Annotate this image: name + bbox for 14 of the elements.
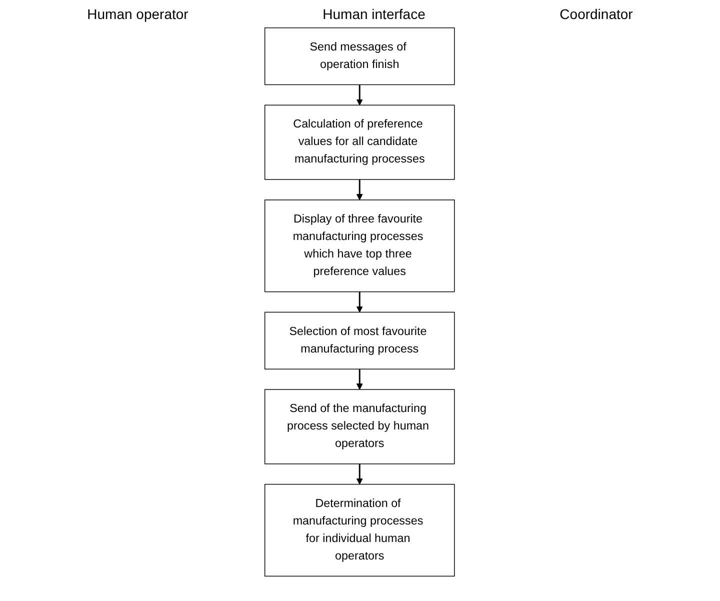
node-box: Determination of manufacturing processes for individual human operators [264, 484, 456, 577]
node-box: Selection of most favourite manufacturing process [264, 312, 456, 370]
lane-heading: Human operator [87, 6, 188, 22]
node-box: Send of the manufacturing process selected by human operators [264, 389, 456, 464]
node-box: Calculation of preference values for all candidate manufacturing processes [264, 104, 456, 180]
arrow [356, 464, 364, 485]
arrow [356, 369, 364, 390]
arrow [356, 292, 364, 312]
arrow [356, 180, 364, 200]
arrow [356, 84, 364, 106]
node-box: Display of three favourite manufacturing processes which have top three preference values [264, 200, 456, 292]
lane-heading: Coordinator [560, 6, 633, 22]
node-box: Send messages of operation finish [264, 27, 456, 86]
lane-heading: Human interface [322, 6, 426, 22]
